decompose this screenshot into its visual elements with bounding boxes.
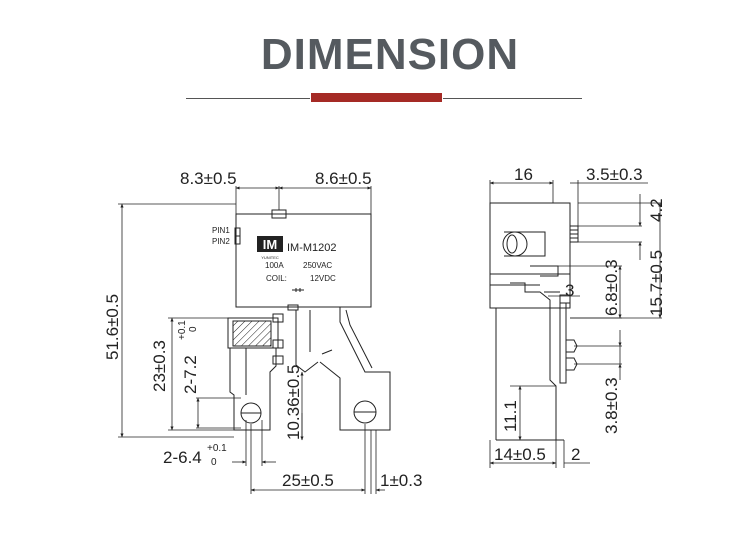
dim-side-42: 4.2: [647, 198, 666, 222]
dim-side-68: 6.8±0.3: [602, 259, 621, 316]
model-label: IM-M1202: [287, 242, 337, 254]
rating-voltage: 250VAC: [303, 261, 332, 270]
dim-side-3: 3: [565, 281, 574, 300]
dim-side-2: 2: [571, 445, 580, 464]
svg-text:IM: IM: [263, 237, 277, 252]
right-terminal: [319, 307, 391, 431]
svg-text:0: 0: [211, 457, 217, 468]
dim-thickness: 1±0.3: [380, 471, 422, 490]
title-rule-left: [186, 98, 310, 99]
dim-pin-width: 2-7.2: [181, 355, 200, 394]
title-rule-right: [443, 98, 582, 99]
dim-23: 23±0.3: [150, 340, 169, 392]
dim-height: 51.6±0.5: [103, 294, 122, 360]
side-view: [489, 202, 579, 441]
front-dim-texts: 8.3±0.5 8.6±0.5 51.6±0.5 23±0.3 2-7.2 +0…: [103, 169, 422, 490]
coil-voltage: 12VDC: [310, 274, 336, 283]
header: DIMENSION: [0, 0, 750, 110]
dim-side-111: 11.1: [501, 400, 520, 432]
side-dim-lines: [489, 180, 662, 468]
dim-side-35: 3.5±0.3: [586, 165, 643, 184]
brand-logo: IM YUNITEC: [257, 236, 283, 260]
front-labels: PIN1 PIN2 IM-M1202 100A 250VAC COIL: 12V…: [212, 226, 337, 283]
svg-text:+0.1: +0.1: [207, 443, 227, 454]
dim-center: 10.36±0.5: [284, 364, 303, 440]
pin2-label: PIN2: [212, 237, 230, 246]
dim-side-38: 3.8±0.3: [602, 377, 621, 434]
title-accent-bar: [311, 93, 442, 102]
front-dim-lines: [118, 186, 385, 494]
dim-top-left: 8.3±0.5: [180, 169, 237, 188]
rating-current: 100A: [265, 261, 284, 270]
side-terminal: [510, 282, 557, 440]
dim-top-right: 8.6±0.5: [315, 169, 372, 188]
coil-label: COIL:: [266, 274, 287, 283]
hatched-area: [232, 320, 272, 347]
dim-side-157: 15.7±0.5: [647, 250, 666, 316]
pin1-label: PIN1: [212, 226, 230, 235]
left-terminal-block: [227, 317, 279, 349]
svg-text:0: 0: [188, 326, 199, 332]
svg-text:YUNITEC: YUNITEC: [261, 255, 279, 260]
side-dim-texts: 16 3.5±0.3 4.2 3 6.8±0.3 15.7±0.5 11.1 3…: [494, 165, 666, 464]
dim-span: 25±0.5: [282, 471, 334, 490]
svg-text:+0.1: +0.1: [177, 320, 188, 340]
side-body: [489, 202, 571, 309]
page-title: DIMENSION: [260, 30, 520, 79]
dim-side-16: 16: [514, 165, 533, 184]
front-view: [227, 209, 391, 431]
dim-hole: 2-6.4: [163, 448, 202, 467]
dim-side-14: 14±0.5: [494, 445, 546, 464]
